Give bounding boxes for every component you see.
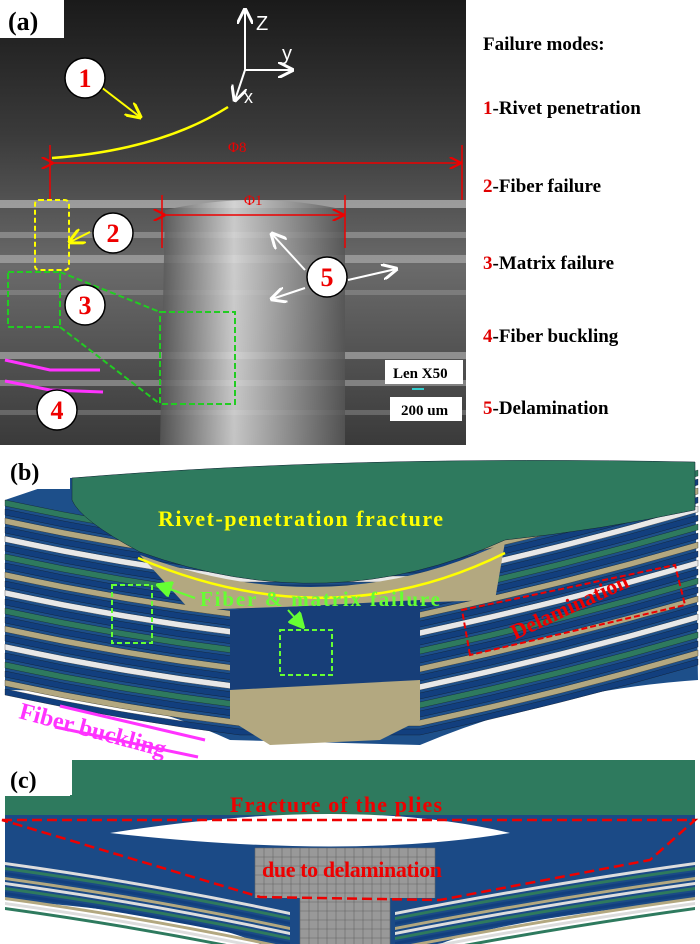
fiber-matrix-box-2	[279, 629, 333, 676]
legend-item-3: 3-Matrix failure	[483, 253, 615, 274]
axis-z-label: Z	[256, 13, 268, 35]
ply-band	[4, 649, 699, 727]
panel-c-label-box	[0, 762, 70, 796]
ply-band-right	[437, 902, 695, 944]
matrix-failure-zoom-box	[159, 311, 236, 405]
buckling-line-b1	[59, 704, 206, 742]
ply-band	[4, 577, 699, 655]
ply-band-right	[395, 877, 695, 930]
ply-band-left	[5, 887, 290, 940]
panel-a-label-box	[0, 0, 64, 38]
ply-band-left	[5, 872, 290, 925]
rivet-penetration-curve-b	[137, 551, 506, 599]
ply-band-left	[5, 882, 290, 935]
ply-band-left	[5, 897, 276, 944]
axis-y-label: y	[282, 43, 292, 65]
rivet-penetration-curve	[51, 105, 229, 160]
fiber-matrix-arrow-2	[287, 609, 303, 627]
buckling-line-1	[4, 358, 100, 372]
ply-band-right	[395, 892, 695, 944]
top-plate	[5, 760, 695, 820]
ply-band	[4, 604, 699, 682]
legend-item-4: 4-Fiber buckling	[483, 326, 619, 347]
zoom-line-bottom	[59, 326, 161, 405]
ply-band-right	[395, 887, 695, 940]
fracture-region-outline	[1, 818, 699, 902]
legend-item-5: 5-Delamination	[483, 398, 609, 419]
fiber-matrix-label: Fiber & matrix failure	[200, 587, 440, 611]
fracture-label-line1: Fracture of the plies	[230, 792, 442, 817]
panel-b-label-box	[0, 455, 70, 489]
dimension-lines	[50, 145, 463, 248]
crushed-region	[140, 542, 505, 610]
ply-band	[4, 613, 699, 691]
ply-band-left	[5, 902, 252, 944]
ply-band-right	[410, 897, 695, 944]
marker-circle	[306, 256, 348, 298]
marker-5-arrows	[272, 234, 396, 299]
marker-number: 2	[107, 219, 120, 248]
axis-triad	[235, 10, 292, 100]
marker-circle	[92, 212, 134, 254]
panel-b-model: (b) Rivet-penetration fracture Fiber & m…	[0, 455, 699, 763]
panel-a-photo: (a) Z y x Φ8 Φ1	[0, 0, 466, 445]
fracture-label-line2: due to delamination	[262, 857, 442, 882]
top-ply	[71, 460, 696, 584]
ply-layers-c	[5, 862, 695, 944]
fiber-matrix-arrow-1	[158, 585, 196, 599]
scale-label: 200 um	[401, 403, 449, 419]
lens-box	[385, 360, 463, 384]
legend-title: Failure modes:	[483, 34, 605, 55]
marker-number: 3	[79, 291, 92, 320]
panel-a-label: (a)	[8, 7, 38, 36]
marker-circle	[64, 57, 106, 99]
marker-2-arrow	[70, 232, 91, 242]
fiber-failure-box	[34, 199, 70, 271]
dimension-inner: Φ1	[244, 193, 262, 209]
ply-band-right	[395, 862, 695, 915]
panel-c-label: (c)	[10, 768, 37, 794]
ply-band	[4, 640, 699, 718]
ply-band	[4, 658, 699, 736]
ply-band-right	[395, 872, 695, 925]
rivet-fracture-label: Rivet-penetration fracture	[158, 506, 443, 531]
ply-band	[4, 631, 699, 709]
ply-band-left	[5, 892, 290, 944]
scale-box	[390, 397, 462, 421]
ply-band-left	[5, 877, 290, 930]
ply-band-left	[5, 907, 227, 944]
dimension-outer: Φ8	[228, 140, 246, 156]
marker-circle	[64, 284, 106, 326]
ply-band-right	[395, 867, 695, 920]
rivet-mesh	[254, 847, 436, 944]
marker-1-arrow	[100, 86, 140, 117]
marker-number: 5	[321, 263, 334, 292]
delamination-box	[460, 563, 687, 657]
fiber-matrix-box-1	[111, 584, 153, 644]
lens-label: Len X50	[393, 366, 448, 382]
panel-c-model: (c) Fracture of the plies due to delamin…	[0, 760, 699, 944]
panel-b-label: (b)	[10, 460, 39, 486]
axis-x-label: x	[244, 87, 253, 107]
marker-circle	[36, 389, 78, 431]
ply-band	[4, 568, 699, 646]
rivet-shank	[160, 200, 345, 445]
legend-item-2: 2-Fiber failure	[483, 176, 602, 197]
ply-band-right	[464, 907, 695, 944]
ply-band	[4, 541, 699, 619]
ply-band	[4, 559, 699, 637]
delamination-gap	[110, 814, 510, 847]
marker-number: 1	[79, 64, 92, 93]
ply-band-left	[5, 862, 290, 915]
ply-band-right	[395, 882, 695, 935]
buckling-line-b2	[54, 725, 199, 759]
failure-markers: 1 2 3 4 5	[36, 57, 348, 431]
ply-band-left	[5, 867, 290, 920]
ply-band	[4, 586, 699, 664]
buckling-line-2	[4, 379, 104, 394]
center-layers	[230, 600, 420, 690]
ply-band	[4, 622, 699, 700]
legend-item-1: 1-Rivet penetration	[483, 98, 641, 119]
marker-number: 4	[51, 396, 64, 425]
